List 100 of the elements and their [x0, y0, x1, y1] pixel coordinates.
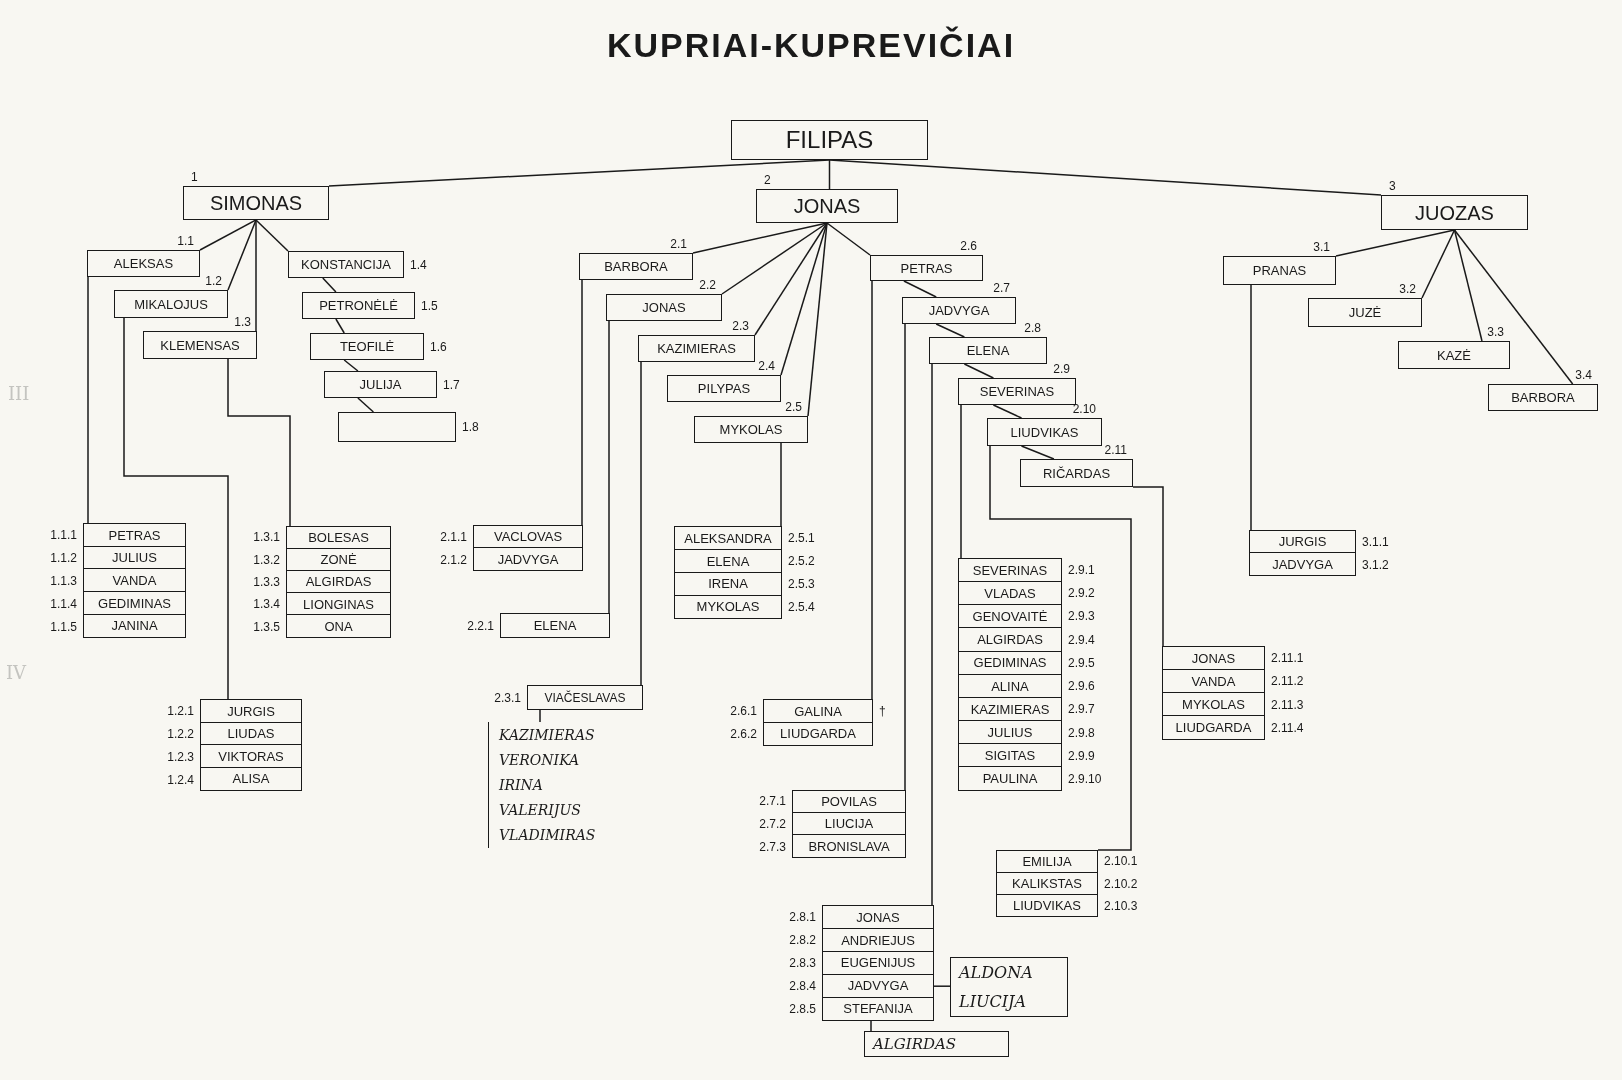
person-name: KLEMENSAS [160, 338, 240, 352]
name-row [1162, 669, 1265, 694]
number-label: 2.5.2 [788, 553, 815, 568]
name-row [996, 850, 1098, 874]
person-box [310, 333, 424, 360]
name-row [958, 743, 1062, 768]
number-label: 1.6 [430, 339, 447, 354]
name-row [83, 568, 186, 593]
number-label: 1.3.3 [253, 575, 280, 589]
person-name: JADVYGA [1272, 557, 1333, 571]
connector-line [780, 222, 828, 376]
name-row [83, 545, 186, 570]
name-row [674, 526, 782, 551]
connector-line [581, 279, 583, 526]
number-label: 2.6.1 [730, 703, 757, 718]
number-label: 1.3.4 [253, 597, 280, 612]
handwritten-name: LIUCIJA [959, 993, 1027, 1010]
number-label: 2.5.3 [788, 577, 815, 592]
name-row [500, 613, 610, 638]
number-label: 3.2 [1399, 282, 1416, 296]
number-label: 1.4 [410, 257, 427, 272]
person-name: JONAS [793, 196, 861, 216]
person-name: KONSTANCIJA [300, 258, 392, 271]
name-row [958, 766, 1062, 791]
number-label: 2.9.5 [1068, 655, 1095, 670]
connector-line [935, 323, 966, 338]
person-box [1020, 459, 1133, 487]
connector-line [754, 222, 828, 336]
person-name: JONAS [856, 910, 900, 924]
person-name: ELENA [706, 554, 750, 568]
name-row [958, 581, 1062, 606]
person-name: JONAS [1191, 651, 1236, 665]
handwritten-name: ALGIRDAS [873, 1036, 958, 1052]
number-label: 2.8.5 [789, 1002, 816, 1017]
number-label: 1.2.4 [167, 772, 194, 787]
connector-line [903, 280, 937, 298]
name-row [286, 614, 391, 638]
number-label: 2.10.2 [1104, 876, 1138, 891]
person-box [1308, 298, 1422, 327]
connector-line [255, 219, 257, 332]
number-label: 1.1.1 [50, 527, 77, 542]
number-label: 3.1.2 [1362, 557, 1389, 572]
person-box [579, 253, 693, 280]
number-label: 1.1.5 [50, 619, 77, 634]
connector-line [640, 361, 642, 686]
name-row [83, 523, 186, 548]
connector-line [904, 323, 906, 791]
number-label: 1.2.3 [167, 749, 194, 764]
person-name: LIUDGARDA [1175, 721, 1252, 735]
connector-line [335, 318, 345, 334]
person-name: BARBORA [604, 260, 668, 273]
number-label: 2.4 [758, 359, 775, 373]
person-name: MYKOLAS [719, 423, 783, 436]
name-row [1249, 552, 1356, 576]
person-name: ELENA [966, 344, 1010, 357]
number-label: 2.10 [1072, 402, 1096, 416]
number-label: 1.1.3 [50, 573, 77, 588]
number-label: 2.6.2 [730, 727, 757, 742]
handwritten-note [864, 1031, 1009, 1057]
name-row [792, 790, 906, 814]
person-box [667, 375, 781, 402]
number-label: 2.9.7 [1068, 702, 1095, 717]
number-label: 1.3.2 [253, 552, 280, 567]
number-label: 2.9.2 [1068, 585, 1095, 600]
person-name: JULIUS [112, 551, 157, 565]
person-name: PETRONĖLĖ [319, 299, 398, 312]
connector-line [963, 363, 995, 379]
name-row [527, 685, 643, 710]
name-row [83, 591, 186, 616]
connector-line [960, 404, 962, 559]
connector-line [989, 445, 1132, 851]
person-name: JURGIS [227, 704, 275, 718]
name-row [286, 570, 391, 594]
number-label: 2.7 [993, 281, 1010, 295]
person-name: JULIJA [359, 378, 402, 391]
connector-line [1020, 445, 1055, 460]
person-name: GENOVAITĖ [972, 610, 1048, 624]
name-row [286, 548, 391, 572]
person-box [143, 331, 257, 359]
person-name: MIKALOJUS [134, 297, 208, 311]
person-name: VACLOVAS [493, 530, 563, 544]
number-label: 2.3 [732, 319, 749, 333]
connector-line [357, 397, 375, 413]
connector-line [608, 320, 610, 614]
number-label: 2.2.1 [467, 618, 494, 633]
person-box [1488, 384, 1598, 411]
number-label: 3.1 [1313, 240, 1330, 254]
name-row [792, 834, 906, 858]
person-name: POVILAS [821, 795, 877, 809]
person-box [1398, 341, 1510, 369]
name-row [1249, 530, 1356, 554]
name-row [200, 766, 302, 791]
number-label: 2.11.1 [1271, 650, 1304, 665]
number-label: 3.1.1 [1362, 534, 1389, 549]
connector-line [123, 317, 229, 700]
person-name: JADVYGA [847, 979, 909, 993]
number-label: 2.7.2 [759, 817, 786, 831]
connector-line [539, 709, 541, 723]
person-box [756, 189, 898, 223]
person-name: ELENA [533, 619, 577, 632]
